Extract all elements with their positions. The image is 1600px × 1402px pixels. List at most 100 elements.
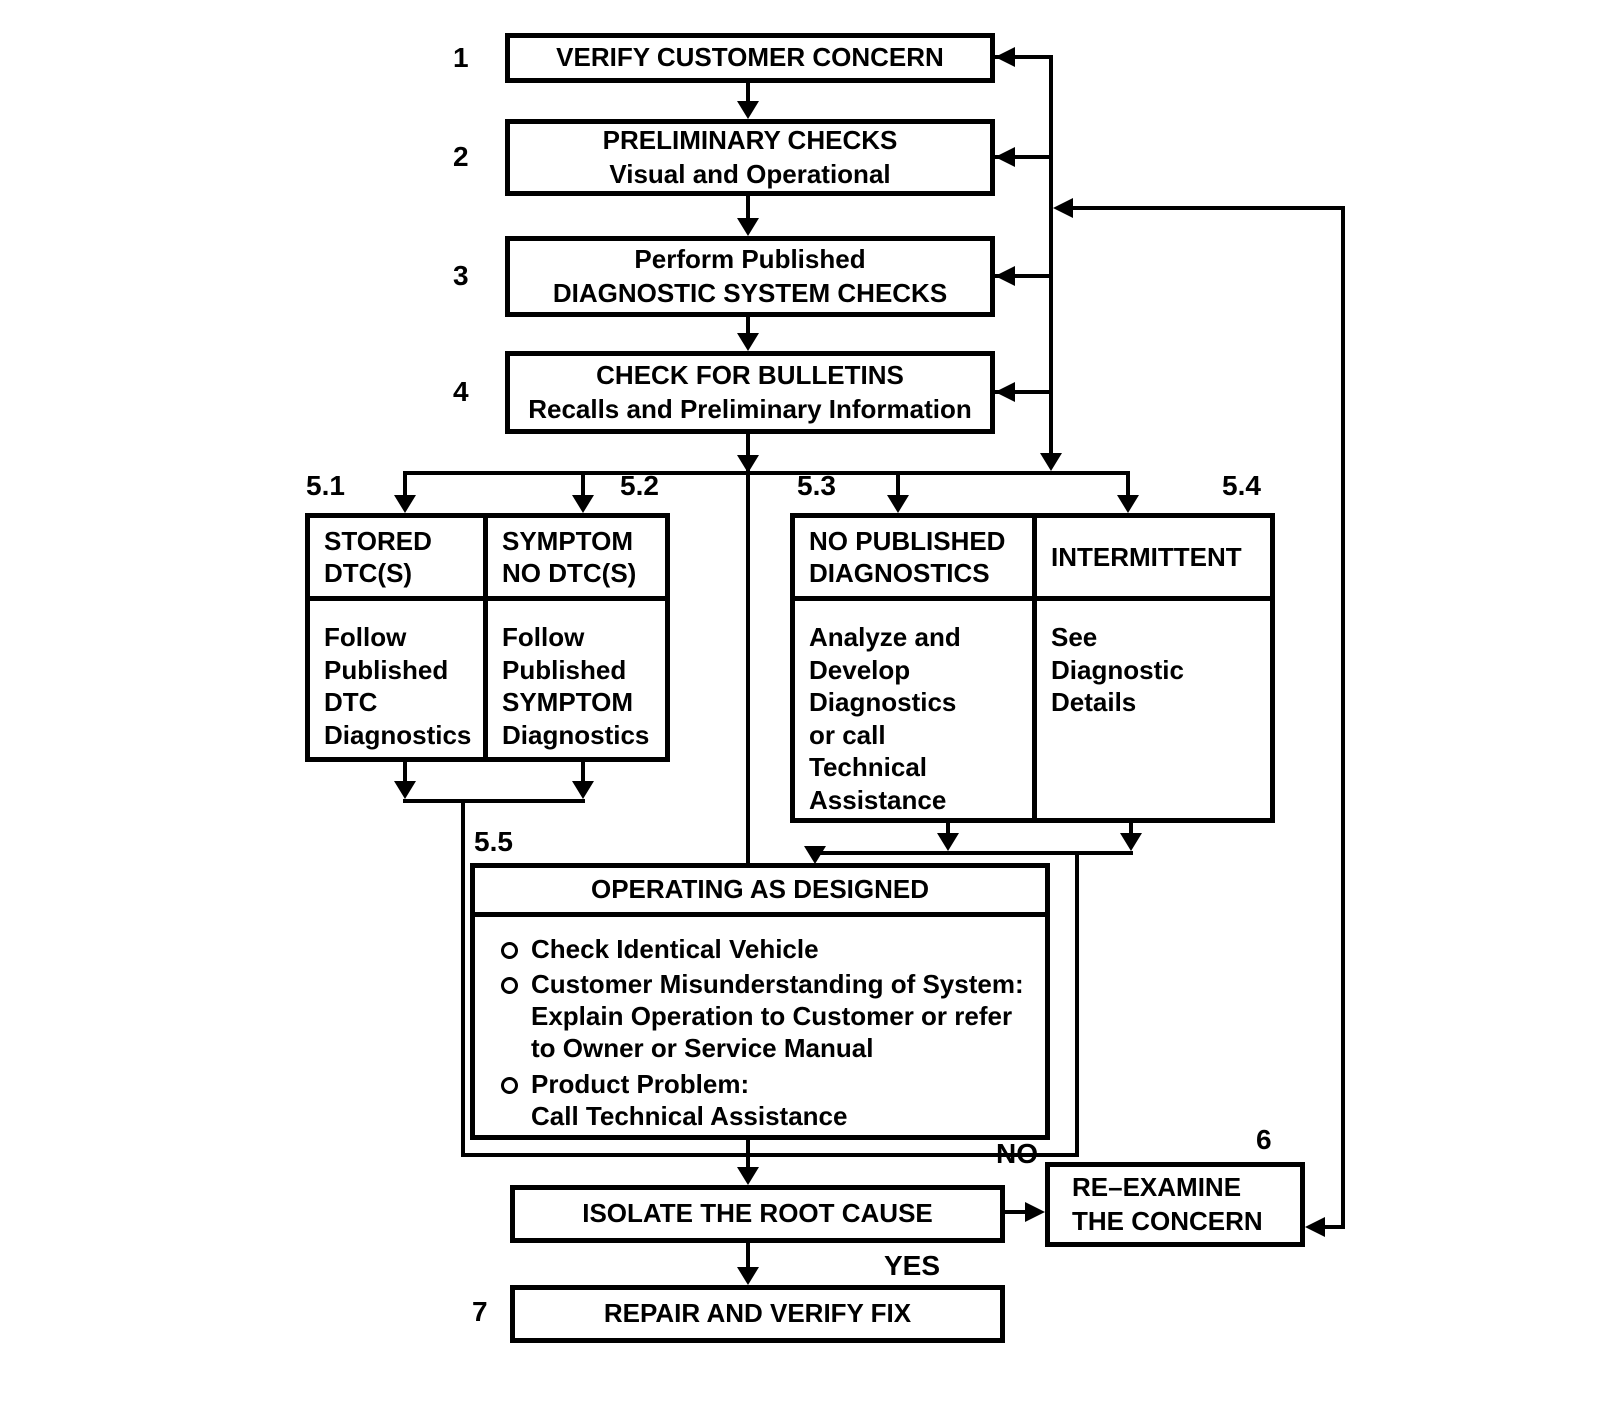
branch-number-51: 5.1: [306, 470, 345, 501]
arrowhead-53-merge: [937, 833, 959, 851]
arrowhead-51-merge: [394, 781, 416, 799]
branch-52-header: SYMPTOM NO DTC(S): [488, 518, 665, 601]
merge-53-drop-line: [946, 823, 950, 837]
arrowhead-into-54: [1117, 495, 1139, 513]
arrowhead-return-into-feedback-line: [1053, 198, 1073, 218]
branch-number-54: 5.4: [1222, 470, 1261, 501]
arrowhead-merge-into-operating-box: [804, 846, 826, 864]
arrowhead-step2-step3: [737, 218, 759, 236]
branch-cell-51: STORED DTC(S) Follow Published DTC Diagn…: [310, 518, 488, 757]
branch-drop-51-line: [403, 471, 407, 498]
box-isolate-root-cause-text: ISOLATE THE ROOT CAUSE: [582, 1198, 933, 1229]
feedback-stub-step1-line: [995, 55, 1053, 59]
bullet-text-check-identical-vehicle: Check Identical Vehicle: [531, 933, 819, 964]
connector-isolate-to-repair-line: [746, 1243, 750, 1269]
branch-53-body: Analyze and Develop Diagnostics or call …: [809, 622, 961, 815]
branch-cell-52: SYMPTOM NO DTC(S) Follow Published SYMPT…: [488, 518, 665, 757]
arrowhead-into-51: [394, 495, 416, 513]
branch-table-dtc: STORED DTC(S) Follow Published DTC Diagn…: [305, 513, 670, 762]
right-input-reexamine-line: [1320, 1225, 1345, 1229]
connector-step2-step3-line: [746, 196, 750, 222]
bullet-text-product-problem: Product Problem: Call Technical Assistan…: [531, 1068, 848, 1131]
branch-drop-54-line: [1126, 471, 1130, 498]
arrowhead-right-into-reexamine: [1305, 1217, 1325, 1237]
bullet-text-customer-misunderstanding: Customer Misunderstanding of System: Exp…: [531, 968, 1024, 1064]
branch-number-52: 5.2: [620, 470, 659, 501]
connector-operating-to-isolate-line: [746, 1140, 750, 1169]
step-number-2: 2: [453, 141, 469, 172]
step-number-3: 3: [453, 260, 469, 291]
arrowhead-feedback-into-step1: [995, 47, 1015, 67]
merge-53-54-line: [813, 851, 1133, 855]
arrowhead-into-53: [887, 495, 909, 513]
operating-as-designed-title: OPERATING AS DESIGNED: [475, 868, 1045, 917]
box-operating-as-designed: OPERATING AS DESIGNED Check Identical Ve…: [470, 863, 1050, 1140]
arrowhead-into-repair: [737, 1267, 759, 1285]
arrowhead-step4-onto-branch-line: [737, 455, 759, 473]
step-number-4: 4: [453, 376, 469, 407]
arrowhead-52-merge: [572, 781, 594, 799]
box-verify-customer-concern: VERIFY CUSTOMER CONCERN: [505, 33, 995, 83]
box-reexamine-concern-text: RE–EXAMINE THE CONCERN: [1072, 1171, 1263, 1236]
box-preliminary-checks-text: PRELIMINARY CHECKS Visual and Operationa…: [602, 124, 898, 189]
edge-label-no: NO: [996, 1138, 1038, 1169]
merge-52-drop-line: [581, 762, 585, 783]
arrowhead-step3-step4: [737, 333, 759, 351]
feedback-stub-step4-line: [995, 390, 1053, 394]
box-repair-verify-fix-text: REPAIR AND VERIFY FIX: [603, 1298, 912, 1329]
branch-51-body: Follow Published DTC Diagnostics: [324, 622, 472, 750]
arrowhead-54-merge: [1120, 833, 1142, 851]
branch-52-body: Follow Published SYMPTOM Diagnostics: [502, 622, 650, 750]
no-path-line: [1005, 1210, 1029, 1214]
branch-cell-54: INTERMITTENT See Diagnostic Details: [1037, 518, 1270, 818]
box-check-for-bulletins: CHECK FOR BULLETINS Recalls and Prelimin…: [505, 351, 995, 434]
step-number-7: 7: [472, 1296, 488, 1327]
connector-step1-step2-line: [746, 83, 750, 105]
branch-51-header: STORED DTC(S): [310, 518, 483, 601]
list-item: Customer Misunderstanding of System: Exp…: [501, 968, 1031, 1065]
operating-as-designed-list: Check Identical Vehicle Customer Misunde…: [475, 917, 1045, 1135]
bullet-icon: [501, 976, 518, 994]
list-item: Check Identical Vehicle: [501, 933, 1031, 965]
feedback-return-line: [1068, 206, 1345, 210]
branch-drop-52-line: [581, 471, 585, 498]
step-number-6: 6: [1256, 1124, 1272, 1155]
feedback-stub-step3-line: [995, 274, 1053, 278]
merge-51-drop-line: [403, 762, 407, 783]
list-item: Product Problem: Call Technical Assistan…: [501, 1068, 1031, 1132]
branch-distribution-line: [403, 471, 1130, 475]
feedback-stub-step2-line: [995, 155, 1053, 159]
branch-number-53: 5.3: [797, 470, 836, 501]
feedback-vertical-line: [1049, 55, 1053, 455]
box-isolate-root-cause: ISOLATE THE ROOT CAUSE: [510, 1185, 1005, 1243]
arrowhead-into-isolate: [737, 1167, 759, 1185]
box-diagnostic-system-checks-text: Perform Published DIAGNOSTIC SYSTEM CHEC…: [552, 243, 948, 308]
arrowhead-feedback-onto-branch-line: [1040, 453, 1062, 471]
step-number-1: 1: [453, 42, 469, 73]
branch-cell-53: NO PUBLISHED DIAGNOSTICS Analyze and Dev…: [795, 518, 1037, 818]
connector-step3-step4-line: [746, 317, 750, 337]
branch-number-55: 5.5: [474, 826, 513, 857]
bottom-bypass-line: [461, 1153, 1079, 1157]
branch-drop-53-line: [896, 471, 900, 498]
arrowhead-into-52: [572, 495, 594, 513]
arrowhead-feedback-into-step4: [995, 382, 1015, 402]
right-bypass-line: [1075, 851, 1079, 1157]
box-diagnostic-system-checks: Perform Published DIAGNOSTIC SYSTEM CHEC…: [505, 236, 995, 317]
arrowhead-feedback-into-step2: [995, 147, 1015, 167]
arrowhead-no-into-reexamine: [1025, 1202, 1045, 1222]
edge-label-yes: YES: [884, 1250, 941, 1281]
box-verify-customer-concern-text: VERIFY CUSTOMER CONCERN: [556, 42, 944, 73]
branch-54-header: INTERMITTENT: [1037, 518, 1270, 601]
merge-54-drop-line: [1129, 823, 1133, 837]
branch-53-header: NO PUBLISHED DIAGNOSTICS: [795, 518, 1032, 601]
bullet-icon: [501, 1076, 518, 1094]
bullet-icon: [501, 941, 518, 959]
box-repair-verify-fix: REPAIR AND VERIFY FIX: [510, 1285, 1005, 1343]
arrowhead-feedback-into-step3: [995, 266, 1015, 286]
branch-54-body: See Diagnostic Details: [1051, 622, 1184, 717]
arrowhead-step1-step2: [737, 101, 759, 119]
left-bypass-line: [461, 799, 465, 1157]
box-check-for-bulletins-text: CHECK FOR BULLETINS Recalls and Prelimin…: [528, 359, 972, 424]
